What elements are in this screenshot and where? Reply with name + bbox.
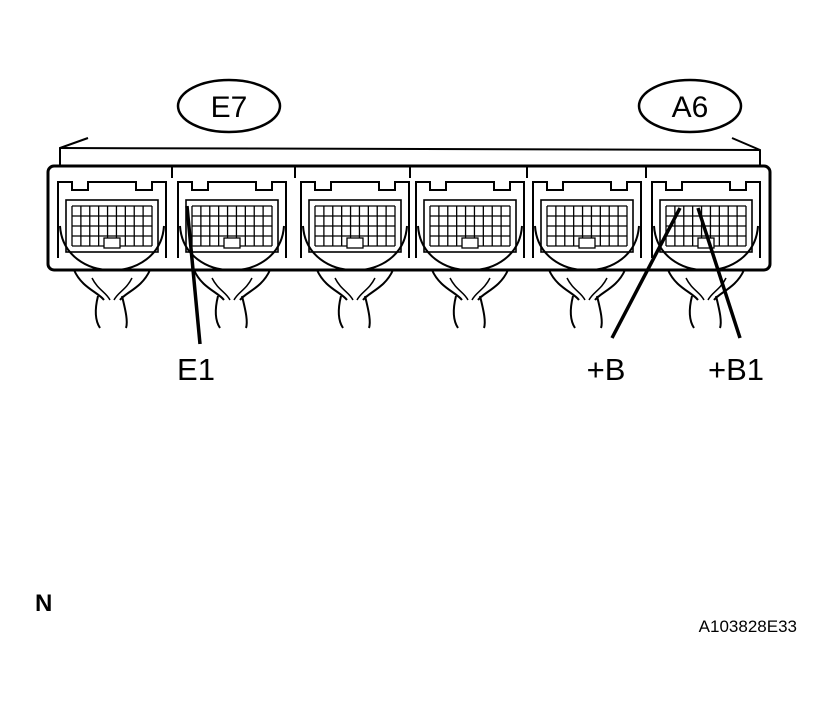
connector-block	[294, 166, 410, 329]
leader-e1	[185, 205, 202, 345]
connector-block	[645, 166, 761, 329]
terminal-label-e1: E1	[177, 352, 215, 387]
connector-callout-e7: E7	[176, 78, 282, 134]
terminal-label-plus-b: +B	[587, 352, 626, 387]
terminal-label-plus-b1: +B1	[708, 352, 764, 387]
connector-block	[409, 166, 525, 329]
connector-label-e7: E7	[211, 91, 248, 124]
connector-block	[171, 166, 287, 329]
connector-label-a6: A6	[672, 91, 709, 124]
leader-plus-b1	[696, 207, 742, 339]
terminal-leaders	[185, 205, 742, 345]
figure-id: A103828E33	[699, 617, 797, 636]
connector-block	[526, 166, 642, 329]
connector-block	[57, 181, 167, 329]
connector-blocks	[57, 166, 761, 329]
connector-callout-a6: A6	[637, 78, 743, 134]
leader-plus-b	[610, 207, 682, 339]
view-marker: N	[35, 590, 52, 617]
